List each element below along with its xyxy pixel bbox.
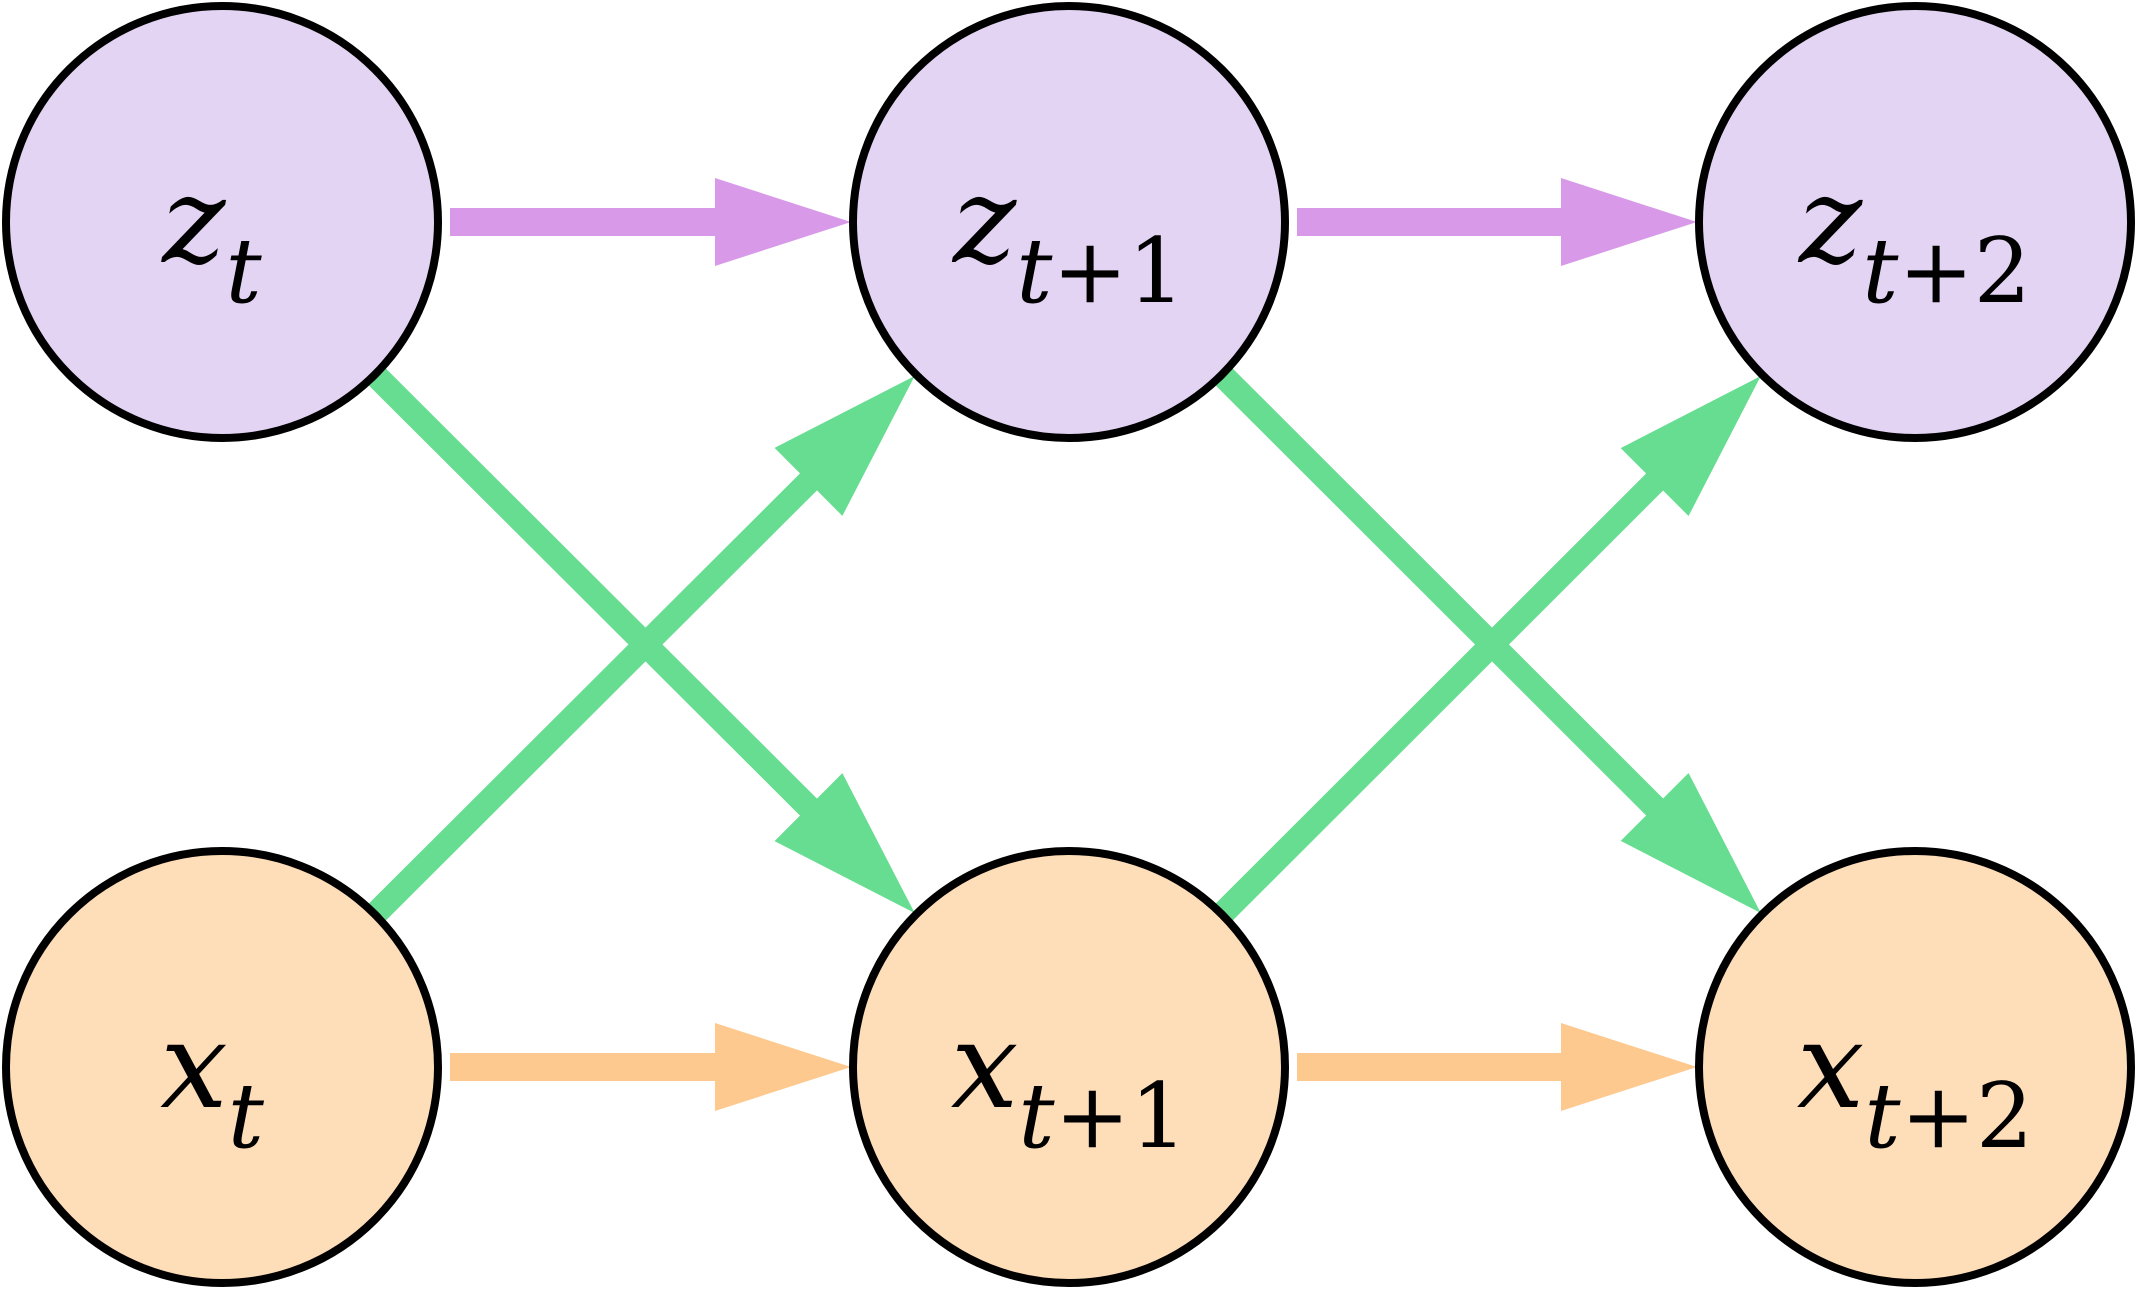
arrow-shaft [1207, 472, 1665, 929]
node-label: zt [160, 152, 262, 324]
arrowhead-icon [1561, 1023, 1697, 1111]
node-x_t2: xt+2 [1695, 847, 2135, 1287]
edge-x_t1-to-z_t2 [1207, 376, 1761, 929]
edge-z_t-to-x_t1 [360, 360, 915, 914]
arrowhead-icon [1561, 178, 1697, 266]
node-circle [849, 847, 1289, 1287]
arrow-shaft [360, 360, 819, 818]
node-label-subscript: t [1862, 219, 1899, 324]
node-label-subscript: t [226, 219, 263, 324]
node-label-subscript: t [1864, 1064, 1901, 1169]
node-circle [2, 847, 442, 1287]
node-label-subscript: t [228, 1064, 265, 1169]
arrowhead-icon [774, 773, 915, 914]
edge-z_t1-to-x_t2 [1207, 360, 1761, 913]
node-label-subscript-offset: +1 [1055, 1064, 1188, 1169]
node-z_t2: zt+2 [1695, 2, 2135, 442]
node-x_t1: xt+1 [849, 847, 1289, 1287]
node-label-subscript-offset: +2 [1898, 219, 2031, 324]
node-z_t1: zt+1 [849, 2, 1289, 442]
node-circle [1695, 847, 2135, 1287]
arrowhead-icon [774, 375, 915, 516]
arrowhead-icon [715, 178, 851, 266]
node-label-subscript: t [1018, 1064, 1055, 1169]
node-label-base: z [1797, 152, 1863, 291]
node-label-base: x [160, 997, 228, 1136]
node-z_t: zt [2, 2, 442, 442]
edge-z_t-to-z_t1 [450, 178, 851, 266]
node-label: xt+2 [1797, 997, 2034, 1169]
node-label-base: x [951, 997, 1019, 1136]
node-label: zt+1 [951, 152, 1185, 324]
edge-z_t1-to-z_t2 [1297, 178, 1697, 266]
edge-x_t1-to-x_t2 [1297, 1023, 1697, 1111]
node-label-base: x [1797, 997, 1865, 1136]
node-label-subscript-offset: +2 [1901, 1064, 2034, 1169]
node-label: xt+1 [951, 997, 1188, 1169]
arrowhead-icon [1620, 772, 1761, 913]
node-label-base: z [951, 152, 1017, 291]
arrowhead-icon [715, 1023, 851, 1111]
arrow-shaft [360, 471, 819, 929]
node-label-base: z [160, 152, 226, 291]
node-label-subscript: t [1016, 219, 1053, 324]
arrowhead-icon [1620, 376, 1761, 517]
node-label-subscript-offset: +1 [1052, 219, 1185, 324]
edges-layer [360, 178, 1761, 1111]
node-label: xt [160, 997, 265, 1169]
arrow-shaft [1207, 360, 1665, 817]
node-x_t: xt [2, 847, 442, 1287]
node-circle [1695, 2, 2135, 442]
node-circle [2, 2, 442, 442]
node-label: zt+2 [1797, 152, 2031, 324]
edge-x_t-to-z_t1 [360, 375, 915, 929]
node-circle [849, 2, 1289, 442]
edge-x_t-to-x_t1 [450, 1023, 851, 1111]
